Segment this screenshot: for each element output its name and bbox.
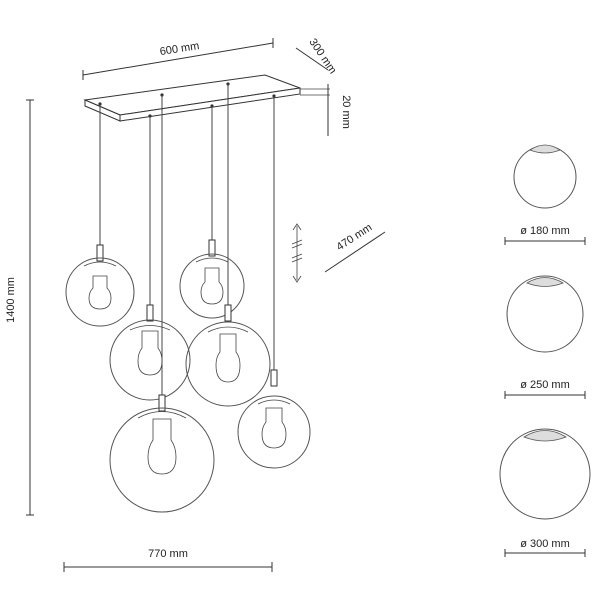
globe-180-label: ø 180 mm <box>520 225 570 237</box>
dim-total-width-label: 770 mm <box>148 548 188 560</box>
globe-legend-180: ø 180 mm <box>504 144 586 245</box>
drop-adjust-indicator <box>291 223 303 283</box>
pendant-1 <box>65 244 135 327</box>
wires <box>99 84 275 395</box>
dim-total-height-label: 1400 mm <box>5 277 17 323</box>
dim-canopy-length-label: 600 mm <box>159 40 200 58</box>
pendant-4 <box>179 239 245 319</box>
canopy <box>83 74 301 122</box>
dim-drop-height: 470 mm <box>324 222 386 273</box>
globe-250-label: ø 250 mm <box>520 379 570 391</box>
dim-total-width: 770 mm <box>63 548 273 572</box>
pendant-3 <box>109 394 215 513</box>
dim-canopy-depth-label: 300 mm <box>306 36 338 76</box>
dim-canopy-height: 20 mm <box>300 84 352 136</box>
globe-300-label: ø 300 mm <box>520 538 570 550</box>
dim-canopy-length: 600 mm <box>82 38 274 80</box>
globe-legend-250: ø 250 mm <box>504 275 586 399</box>
dim-canopy-depth: 300 mm <box>295 36 339 76</box>
globe-legend-300: ø 300 mm <box>499 428 591 557</box>
pendant-2 <box>109 304 191 401</box>
dim-canopy-height-label: 20 mm <box>340 95 352 129</box>
pendant-6 <box>237 369 311 469</box>
dim-total-height: 1400 mm <box>5 99 34 516</box>
pendant-5 <box>185 304 271 407</box>
dim-drop-height-label: 470 mm <box>334 222 374 254</box>
